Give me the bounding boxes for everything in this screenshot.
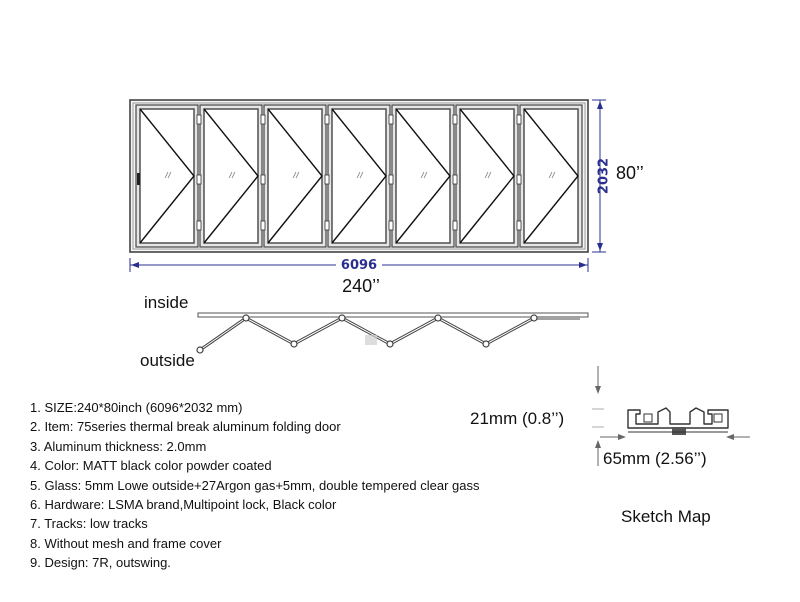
hinge-icon (260, 220, 266, 231)
door-panel (452, 104, 519, 248)
spec-item: 2. Item: 75series thermal break aluminum… (30, 419, 341, 435)
hinge-icon (452, 174, 458, 185)
spec-item: 1. SIZE:240*80inch (6096*2032 mm) (30, 400, 243, 415)
hinge-icon (324, 174, 330, 185)
hinge-icon (388, 220, 394, 231)
door-panels (135, 104, 583, 248)
sketch-map-caption: Sketch Map (621, 507, 711, 526)
height-inch-label: 80’’ (616, 163, 644, 183)
hinge-icon (388, 174, 394, 185)
track-section-sketch (592, 366, 750, 466)
door-panel (260, 104, 327, 248)
hinge-icon (516, 220, 522, 231)
door-panel (196, 104, 263, 248)
hinge-icon (196, 220, 202, 231)
door-handle-icon (137, 173, 140, 185)
hinge-icon (260, 174, 266, 185)
door-panel (135, 104, 199, 248)
folding-plan (196, 312, 589, 354)
door-elevation (129, 99, 589, 253)
hinge-icon (388, 114, 394, 125)
hinge-icon (324, 220, 330, 231)
spec-list: 1. SIZE:240*80inch (6096*2032 mm) 2. Ite… (30, 398, 479, 573)
spec-item: 7. Tracks: low tracks (30, 516, 148, 532)
spec-item: 9. Design: 7R, outswing. (30, 555, 171, 571)
width-inch-label: 240’’ (342, 276, 380, 296)
hinge-icon (516, 114, 522, 125)
door-panel (516, 104, 583, 248)
track-height-label: 21mm (0.8’’) (470, 409, 564, 428)
top-track (197, 312, 589, 318)
inner-frame (132, 102, 586, 250)
width-mm-label: 6096 (341, 258, 377, 273)
width-dimension: 6096 (129, 257, 589, 273)
outside-label: outside (140, 351, 195, 370)
spec-item: 5. Glass: 5mm Lowe outside+27Argon gas+5… (30, 477, 480, 493)
door-panel (388, 104, 455, 248)
hinge-icon (324, 114, 330, 125)
door-panel (324, 104, 391, 248)
hinge-icon (452, 220, 458, 231)
height-dimension: 2032 (592, 99, 612, 253)
inside-label: inside (144, 293, 188, 312)
spec-item: 4. Color: MATT black color powder coated (30, 458, 272, 474)
spec-item: 3. Aluminum thickness: 2.0mm (30, 438, 207, 454)
hinge-icon (260, 114, 266, 125)
spec-item: 8. Without mesh and frame cover (30, 535, 222, 551)
hinge-icon (196, 114, 202, 125)
watermark-blur (365, 335, 377, 345)
hinge-icon (452, 114, 458, 125)
hinge-icon (196, 174, 202, 185)
spec-item: 6. Hardware: LSMA brand,Multipoint lock,… (30, 497, 337, 513)
height-mm-label: 2032 (597, 158, 612, 194)
track-width-label: 65mm (2.56’’) (603, 449, 707, 468)
hinge-icon (516, 174, 522, 185)
